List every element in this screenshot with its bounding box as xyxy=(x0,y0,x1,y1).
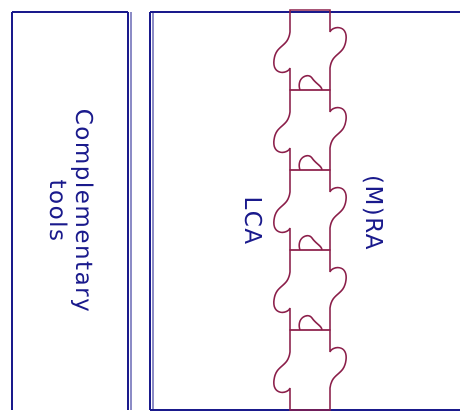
puzzle-piece xyxy=(273,329,347,411)
puzzle-joint xyxy=(298,74,323,91)
lca-mra-panel: LCA (M)RA xyxy=(149,11,460,411)
puzzle-piece xyxy=(273,9,347,91)
puzzle-piece xyxy=(273,89,347,171)
puzzle-piece xyxy=(273,169,347,251)
lca-label: LCA xyxy=(239,196,265,245)
puzzle-joint xyxy=(298,234,323,251)
complementary-label: Complementary xyxy=(70,109,96,314)
puzzle-joint xyxy=(298,154,323,171)
mra-label: (M)RA xyxy=(360,175,386,251)
puzzle-joint xyxy=(298,314,323,331)
puzzle-column xyxy=(273,9,347,411)
complementary-tools-panel: Complementary tools xyxy=(11,11,132,410)
puzzle-piece xyxy=(273,249,347,331)
tools-label: tools xyxy=(44,179,70,242)
